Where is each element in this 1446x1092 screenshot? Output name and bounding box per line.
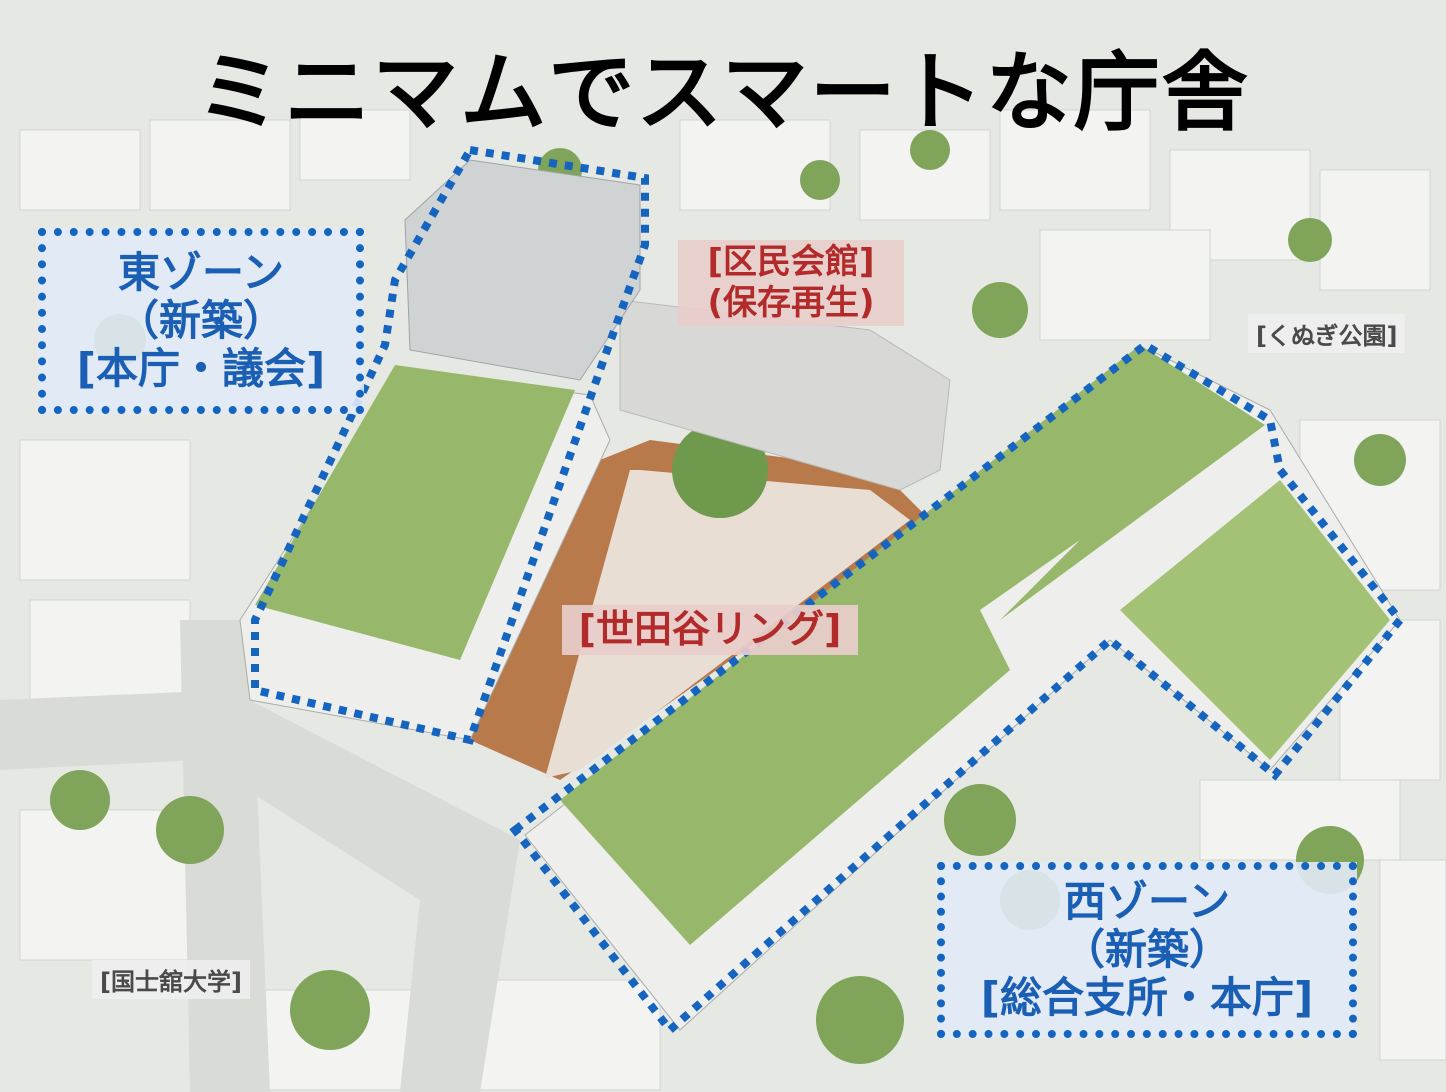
east-zone-type: （新築）: [116, 295, 285, 345]
kumin-kaikan-name: [区民会館]: [707, 242, 875, 282]
west-zone-use: [総合支所・本庁]: [980, 973, 1314, 1023]
west-zone-label: 西ゾーン （新築） [総合支所・本庁]: [937, 862, 1357, 1038]
page-title: ミニマムでスマートな庁舎: [196, 43, 1250, 143]
background-buildings: [19, 109, 1446, 1091]
kumin-kaikan-building: [619, 299, 951, 491]
east-zone-label: 東ゾーン （新築） [本庁・議会]: [38, 228, 364, 414]
kumin-kaikan-label: [区民会館] (保存再生): [678, 240, 904, 326]
east-zone-name: 東ゾーン: [118, 247, 284, 297]
west-green-roof: [560, 345, 1265, 945]
setagaya-ring-label: [世田谷リング]: [562, 605, 858, 655]
east-tower: [404, 159, 641, 381]
east-zone-use: [本庁・議会]: [76, 344, 326, 394]
west-green-roof-step: [1120, 480, 1390, 760]
kokushikan-label: [国士舘大学]: [92, 960, 250, 999]
west-zone-name: 西ゾーン: [1064, 876, 1230, 926]
kumin-kaikan-status: (保存再生): [707, 282, 875, 323]
west-zone-type: （新築）: [1062, 924, 1231, 974]
plaza-tree: [672, 422, 768, 518]
east-green-roof: [255, 365, 575, 660]
zone-outlines: [251, 145, 1406, 1036]
kunugi-park-label: [くぬぎ公園]: [1248, 314, 1406, 353]
